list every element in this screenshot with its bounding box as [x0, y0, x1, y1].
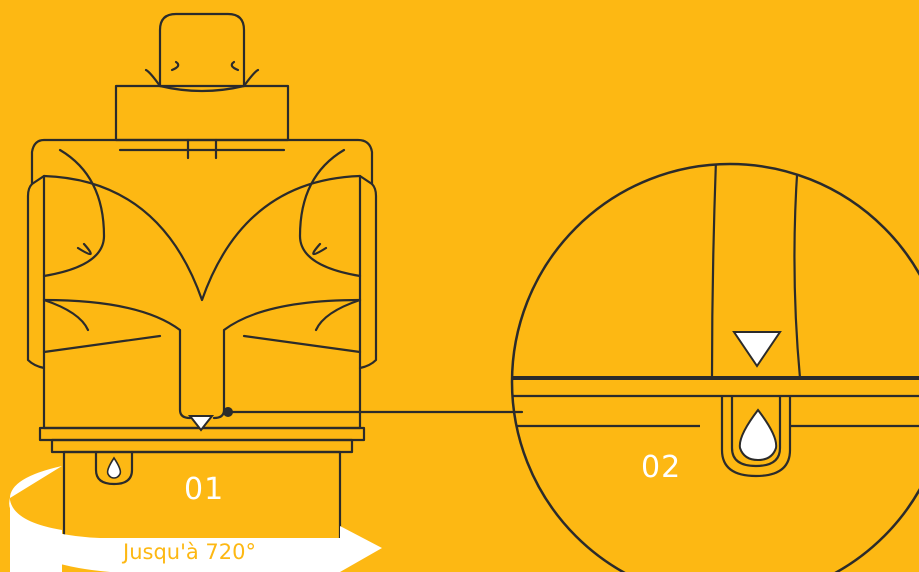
device-collar: [38, 426, 366, 442]
device-body: [26, 138, 378, 430]
triangle-marker-icon: [732, 331, 782, 368]
water-drop-icon: [738, 408, 778, 462]
device-neck: [114, 84, 290, 142]
zoom-detail: [512, 164, 919, 478]
rotation-label: Jusqu'à 720°: [123, 540, 256, 564]
device-base: [62, 450, 342, 542]
device-nozzle: [158, 12, 246, 88]
water-drop-icon: [106, 456, 122, 479]
rotation-arrow-icon: [9, 466, 382, 572]
triangle-marker-icon: [187, 415, 215, 432]
step-label-02: 02: [641, 450, 682, 485]
step-label-01: 01: [184, 472, 225, 507]
zoom-circle: [510, 162, 919, 572]
leader-dot: [223, 407, 233, 417]
